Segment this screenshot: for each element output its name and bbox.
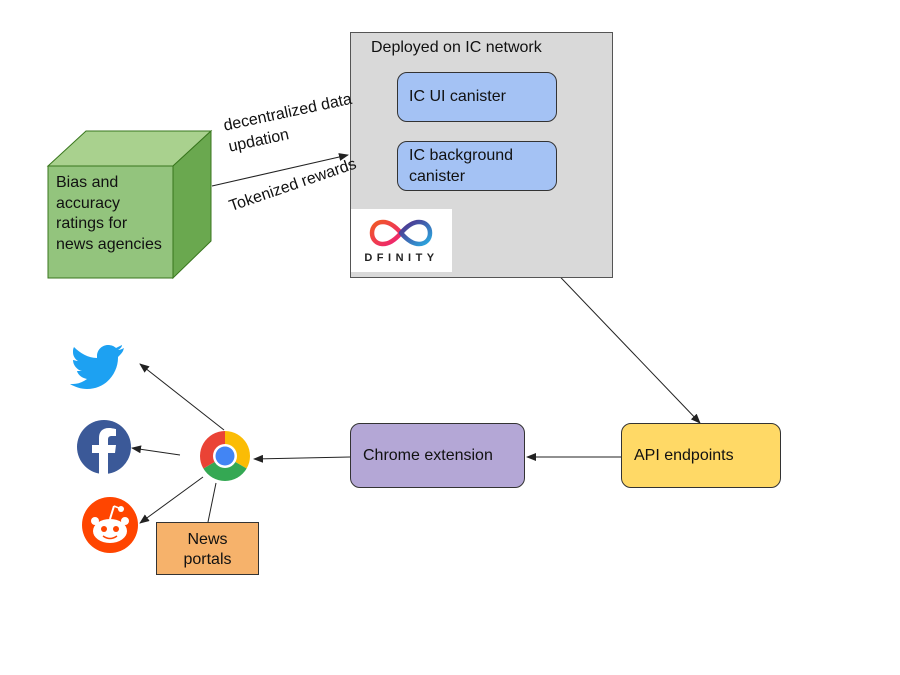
api-endpoints-node: API endpoints [621, 423, 781, 488]
infinity-icon [369, 219, 433, 247]
facebook-icon [77, 420, 131, 475]
chrome-to-reddit-arrow [139, 476, 204, 524]
reddit-icon [82, 497, 138, 553]
news-portals-node: News portals [156, 522, 259, 575]
twitter-icon [70, 345, 124, 389]
ratings-store-label: Bias and accuracy ratings for news agenc… [56, 174, 162, 253]
ic-background-canister: IC background canister [397, 141, 557, 191]
extension-to-chrome-arrow [253, 454, 351, 463]
dfinity-logo: DFINITY [351, 209, 452, 272]
ic-network-title: Deployed on IC network [371, 39, 542, 56]
ic-ui-canister: IC UI canister [397, 72, 557, 122]
chrome-to-twitter-arrow [139, 363, 225, 431]
chrome-to-facebook-arrow [131, 445, 181, 456]
chrome-extension-node: Chrome extension [350, 423, 525, 488]
chrome-to-news-portals-line [207, 482, 217, 523]
dfinity-logo-text: DFINITY [364, 252, 439, 264]
chrome-icon [200, 431, 250, 481]
ratings-cube [46, 129, 213, 280]
data-update-arrow [211, 153, 349, 187]
